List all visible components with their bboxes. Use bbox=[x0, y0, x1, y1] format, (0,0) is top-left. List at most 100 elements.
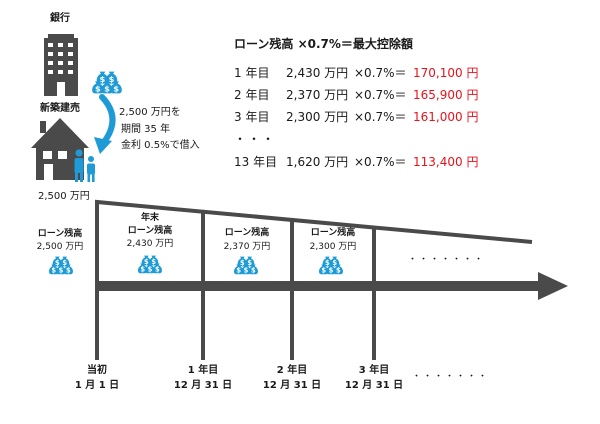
calc-row-result: 165,900 円 bbox=[413, 88, 479, 102]
bank-building-icon bbox=[44, 34, 78, 96]
money-bag-icon: $ bbox=[96, 71, 109, 84]
money-bag-icon: $ bbox=[319, 264, 329, 275]
family-icon bbox=[74, 149, 95, 182]
money-bag-icon: $ bbox=[52, 256, 62, 267]
tick-label: 当初 bbox=[87, 365, 107, 376]
loan-term-period: 期間 35 年 bbox=[121, 124, 171, 135]
svg-text:$: $ bbox=[332, 259, 337, 267]
money-bag-icon: $ bbox=[141, 255, 151, 266]
money-bag-icon: $ bbox=[245, 256, 255, 267]
svg-text:$: $ bbox=[144, 258, 149, 266]
calc-row-formula: ×0.7%＝ bbox=[354, 66, 407, 80]
money-bag-icon: $ bbox=[152, 263, 162, 274]
calc-row-balance: 2,370 万円 bbox=[286, 88, 349, 102]
svg-text:$: $ bbox=[251, 267, 256, 275]
house-icon bbox=[31, 118, 89, 180]
upper-ellipsis: ・・・・・・・ bbox=[408, 255, 486, 265]
money-bag-icon: $ bbox=[237, 256, 247, 267]
money-bag-icon: $ bbox=[149, 255, 159, 266]
money-bag-icon: $ bbox=[105, 71, 118, 84]
time-axis-arrow bbox=[97, 272, 568, 300]
money-bag-icon: $ bbox=[110, 81, 122, 94]
svg-text:$: $ bbox=[59, 267, 64, 275]
money-bag-icon: $ bbox=[322, 256, 332, 267]
calc-row-year: 1 年目 bbox=[234, 66, 270, 80]
initial-balance-label: ローン残高 bbox=[37, 229, 83, 239]
year1-balance-label: ローン残高 bbox=[127, 226, 173, 236]
calc-last-balance: 1,620 万円 bbox=[286, 155, 349, 169]
svg-text:$: $ bbox=[51, 267, 56, 275]
svg-text:$: $ bbox=[236, 267, 241, 275]
svg-text:$: $ bbox=[148, 266, 153, 274]
money-bag-icon: $ bbox=[63, 264, 73, 275]
tick-label: 1 年目 bbox=[187, 365, 219, 376]
house-price: 2,500 万円 bbox=[38, 191, 90, 202]
calc-row-balance: 2,430 万円 bbox=[286, 66, 349, 80]
money-bag-icon: $ bbox=[101, 81, 113, 94]
svg-text:$: $ bbox=[151, 258, 156, 266]
newbuild-label: 新築建売 bbox=[40, 103, 80, 114]
money-bag-icon: $ bbox=[49, 264, 59, 275]
calc-row-year: 2 年目 bbox=[234, 88, 270, 102]
svg-text:$: $ bbox=[240, 259, 245, 267]
svg-text:$: $ bbox=[104, 84, 110, 94]
money-bag-icon: $ bbox=[92, 81, 104, 94]
svg-text:$: $ bbox=[329, 267, 334, 275]
svg-text:$: $ bbox=[95, 84, 101, 94]
year3-balance-amount: 2,300 万円 bbox=[309, 242, 357, 252]
calc-title: ローン残高 ×0.7%＝最大控除額 bbox=[234, 37, 413, 51]
svg-text:$: $ bbox=[321, 267, 326, 275]
year2-balance-amount: 2,370 万円 bbox=[223, 242, 271, 252]
bank-label: 銀行 bbox=[50, 13, 70, 24]
calc-row-result: 161,000 円 bbox=[413, 110, 479, 124]
svg-text:$: $ bbox=[247, 259, 252, 267]
year-end-caption: 年末 bbox=[140, 213, 160, 223]
money-bag-icon: $ bbox=[145, 263, 155, 274]
year2-balance-label: ローン残高 bbox=[224, 228, 270, 238]
svg-text:$: $ bbox=[66, 267, 71, 275]
loan-term-rate: 金利 0.5%で借入 bbox=[121, 140, 200, 151]
year1-balance-amount: 2,430 万円 bbox=[126, 239, 174, 249]
money-bag-icon: $ bbox=[330, 256, 340, 267]
loan-term-amount: 2,500 万円を bbox=[119, 107, 181, 118]
svg-text:$: $ bbox=[155, 266, 160, 274]
svg-text:$: $ bbox=[62, 259, 67, 267]
money-bag-icon: $ bbox=[60, 256, 70, 267]
calc-row-year: 3 年目 bbox=[234, 110, 270, 124]
calc-row-formula: ×0.7%＝ bbox=[354, 110, 407, 124]
tick-date: 12 月 31 日 bbox=[262, 380, 322, 391]
svg-text:$: $ bbox=[325, 259, 330, 267]
svg-text:$: $ bbox=[109, 74, 115, 84]
tick-label: 2 年目 bbox=[276, 365, 308, 376]
calc-last-result: 113,400 円 bbox=[413, 155, 479, 169]
tick-date: 12 月 31 日 bbox=[344, 380, 404, 391]
svg-text:$: $ bbox=[113, 84, 119, 94]
tick-date: 12 月 31 日 bbox=[173, 380, 233, 391]
money-bag-icon: $ bbox=[234, 264, 244, 275]
calc-row-formula: ×0.7%＝ bbox=[354, 88, 407, 102]
svg-text:$: $ bbox=[55, 259, 60, 267]
svg-text:$: $ bbox=[140, 266, 145, 274]
tick-date: 1 月 1 日 bbox=[74, 380, 120, 391]
money-bag-icon: $ bbox=[241, 264, 251, 275]
svg-text:$: $ bbox=[336, 267, 341, 275]
money-bag-icon: $ bbox=[333, 264, 343, 275]
calc-last-year: 13 年目 bbox=[234, 155, 278, 169]
lower-ellipsis: ・・・・・・・ bbox=[412, 372, 490, 382]
loan-transfer-arrow-icon bbox=[94, 94, 116, 154]
money-bag-icon: $ bbox=[326, 264, 336, 275]
svg-text:$: $ bbox=[244, 267, 249, 275]
money-bag-icon: $ bbox=[56, 264, 66, 275]
calc-last-formula: ×0.7%＝ bbox=[354, 155, 407, 169]
calc-row-balance: 2,300 万円 bbox=[286, 110, 349, 124]
money-bag-icons: $$$$$$$$$$$$$$$$$$$$$$$$$ bbox=[49, 71, 343, 275]
initial-balance-amount: 2,500 万円 bbox=[36, 242, 84, 252]
svg-text:$: $ bbox=[100, 74, 106, 84]
money-bag-icon: $ bbox=[138, 263, 148, 274]
year3-balance-label: ローン残高 bbox=[310, 228, 356, 238]
tick-label: 3 年目 bbox=[358, 365, 390, 376]
calc-row-result: 170,100 円 bbox=[413, 66, 479, 80]
money-bag-icon: $ bbox=[248, 264, 258, 275]
